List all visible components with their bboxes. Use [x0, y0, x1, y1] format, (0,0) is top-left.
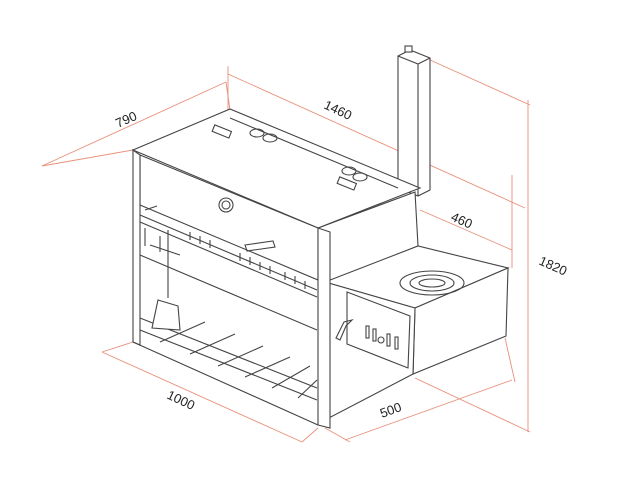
shovel-icon — [151, 299, 181, 331]
label-1460: 1460 — [322, 97, 355, 123]
chimney-cap — [404, 45, 413, 53]
main-grill-unit — [131, 108, 422, 429]
label-500: 500 — [378, 399, 404, 421]
grate-bars — [159, 321, 318, 399]
spit-handle-icon — [244, 240, 276, 252]
label-1820: 1820 — [537, 253, 570, 278]
label-460: 460 — [449, 209, 475, 232]
firebox — [323, 245, 510, 421]
firebox-door[interactable] — [346, 291, 411, 369]
label-1000: 1000 — [165, 387, 198, 413]
hood-handle-icon[interactable] — [249, 128, 265, 138]
thermometer-icon — [218, 197, 234, 213]
cooktop-ring — [399, 270, 465, 296]
hinge-icon — [336, 176, 358, 191]
dimension-lines — [41, 59, 531, 443]
label-790: 790 — [113, 108, 139, 131]
chimney — [397, 45, 431, 197]
spit-slots — [189, 232, 306, 289]
firebox-door-vents-icon — [365, 325, 399, 350]
door-handle-icon[interactable] — [335, 318, 354, 341]
hinge-icon — [211, 124, 233, 139]
